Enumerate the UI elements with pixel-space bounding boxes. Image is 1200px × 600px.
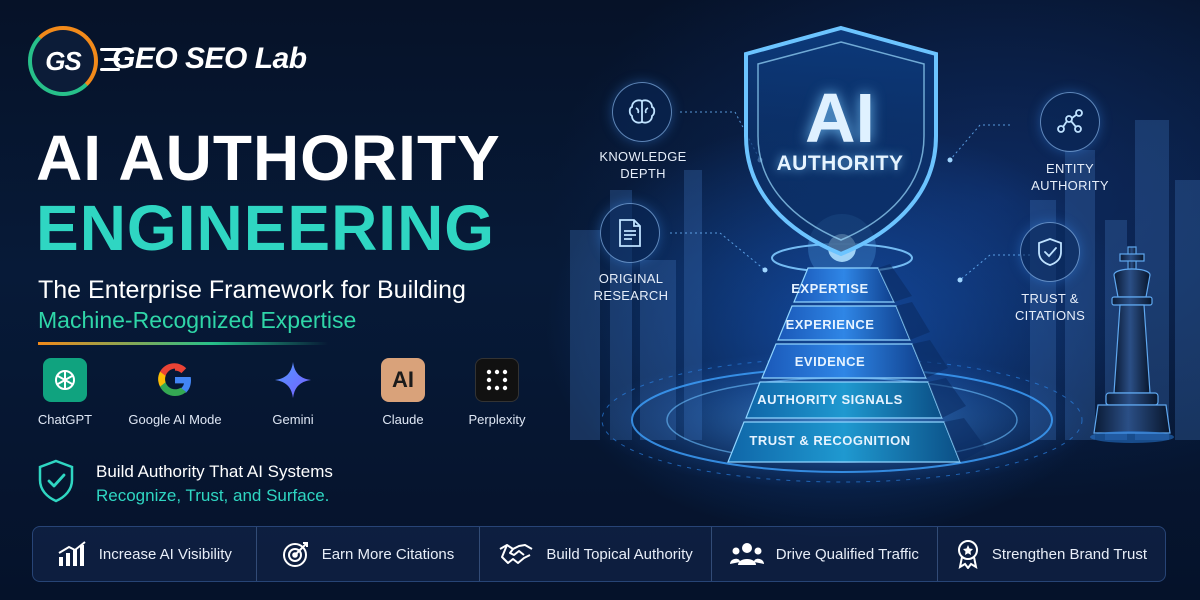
tool-label: Perplexity xyxy=(468,412,526,427)
shield-ai-text: AI xyxy=(805,79,875,157)
target-icon xyxy=(282,542,308,567)
chess-king-icon xyxy=(1090,246,1174,443)
perplexity-icon xyxy=(475,358,519,402)
speed-line xyxy=(100,48,122,51)
headline-line-2: ENGINEERING xyxy=(36,192,496,264)
benefit-label: Increase AI Visibility xyxy=(98,545,232,563)
feature-label-line: CITATIONS xyxy=(1014,308,1086,323)
build-statement-line-1: Build Authority That AI Systems xyxy=(96,462,333,481)
pyramid-label-evidence: EVIDENCE xyxy=(794,354,866,369)
award-icon xyxy=(957,540,978,569)
benefit-build-topical-authority: Build Topical Authority xyxy=(479,527,710,581)
logo-badge: GS xyxy=(28,26,98,96)
bar-chart-icon xyxy=(58,541,86,566)
speed-line xyxy=(100,68,120,71)
benefit-label: Build Topical Authority xyxy=(546,545,693,563)
feature-label-line: ORIGINAL xyxy=(598,271,664,286)
shield-authority-text: AUTHORITY xyxy=(776,152,904,175)
speed-line xyxy=(104,58,120,61)
original-research-badge xyxy=(600,203,660,263)
benefit-label: Strengthen Brand Trust xyxy=(991,545,1147,563)
shield-check-icon xyxy=(1038,238,1062,266)
benefits-bar: Increase AI Visibility Earn More Citatio… xyxy=(32,526,1166,582)
chatgpt-icon xyxy=(43,358,87,402)
pyramid-label-trust-recognition: TRUST & RECOGNITION xyxy=(749,433,911,448)
knowledge-depth-badge xyxy=(612,82,672,142)
authority-pyramid xyxy=(727,264,986,463)
feature-label-line: AUTHORITY xyxy=(1031,178,1109,193)
claude-glyph: AI xyxy=(392,367,414,392)
pyramid-label-expertise: EXPERTISE xyxy=(791,281,869,296)
benefit-earn-more-citations: Earn More Citations xyxy=(255,527,480,581)
tool-gemini: Gemini xyxy=(228,358,358,427)
google-icon xyxy=(153,358,197,402)
claude-icon: AI xyxy=(381,358,425,402)
feature-label-line: RESEARCH xyxy=(593,288,669,303)
subtitle-line-2: Machine-Recognized Expertise xyxy=(38,307,357,333)
tool-perplexity: Perplexity xyxy=(432,358,562,427)
logo-monogram: GS xyxy=(45,45,82,76)
network-icon xyxy=(1057,109,1083,133)
gemini-icon xyxy=(271,358,315,402)
feature-label-line: KNOWLEDGE xyxy=(599,149,687,164)
benefit-label: Earn More Citations xyxy=(321,545,455,563)
users-icon xyxy=(729,543,764,565)
tool-claude: AI Claude xyxy=(338,358,468,427)
handshake-icon xyxy=(499,544,533,564)
accent-divider xyxy=(38,342,328,345)
entity-authority-label: ENTITY AUTHORITY xyxy=(1020,160,1120,194)
trust-citations-badge xyxy=(1020,222,1080,282)
brain-icon xyxy=(628,99,656,124)
tool-label: ChatGPT xyxy=(37,412,93,427)
knowledge-depth-label: KNOWLEDGE DEPTH xyxy=(592,148,694,182)
pyramid-label-experience: EXPERIENCE xyxy=(785,317,875,332)
tool-chatgpt: ChatGPT xyxy=(0,358,130,427)
document-icon xyxy=(619,219,641,247)
tool-label: Google AI Mode xyxy=(128,412,222,427)
feature-label-line: DEPTH xyxy=(620,166,666,181)
headline-line-1: AI AUTHORITY xyxy=(36,122,501,194)
entity-authority-badge xyxy=(1040,92,1100,152)
benefit-drive-qualified-traffic: Drive Qualified Traffic xyxy=(710,527,937,581)
shield-check-icon xyxy=(38,459,74,503)
brand-name: GEO SEO Lab xyxy=(112,42,307,75)
benefit-strengthen-brand-trust: Strengthen Brand Trust xyxy=(936,527,1165,581)
benefit-label: Drive Qualified Traffic xyxy=(775,545,919,563)
tool-google-ai-mode: Google AI Mode xyxy=(110,358,240,427)
tool-label: Gemini xyxy=(272,412,314,427)
original-research-label: ORIGINAL RESEARCH xyxy=(580,270,682,304)
benefit-increase-ai-visibility: Increase AI Visibility xyxy=(33,527,256,581)
pyramid-label-authority-signals: AUTHORITY SIGNALS xyxy=(757,392,903,407)
feature-label-line: ENTITY xyxy=(1045,161,1095,176)
build-statement-line-2: Recognize, Trust, and Surface. xyxy=(96,486,330,505)
subtitle-line-1: The Enterprise Framework for Building xyxy=(38,276,466,304)
ai-authority-shield xyxy=(744,25,938,257)
feature-label-line: TRUST & xyxy=(1021,291,1079,306)
trust-citations-label: TRUST & CITATIONS xyxy=(1000,290,1100,324)
tool-label: Claude xyxy=(382,412,424,427)
